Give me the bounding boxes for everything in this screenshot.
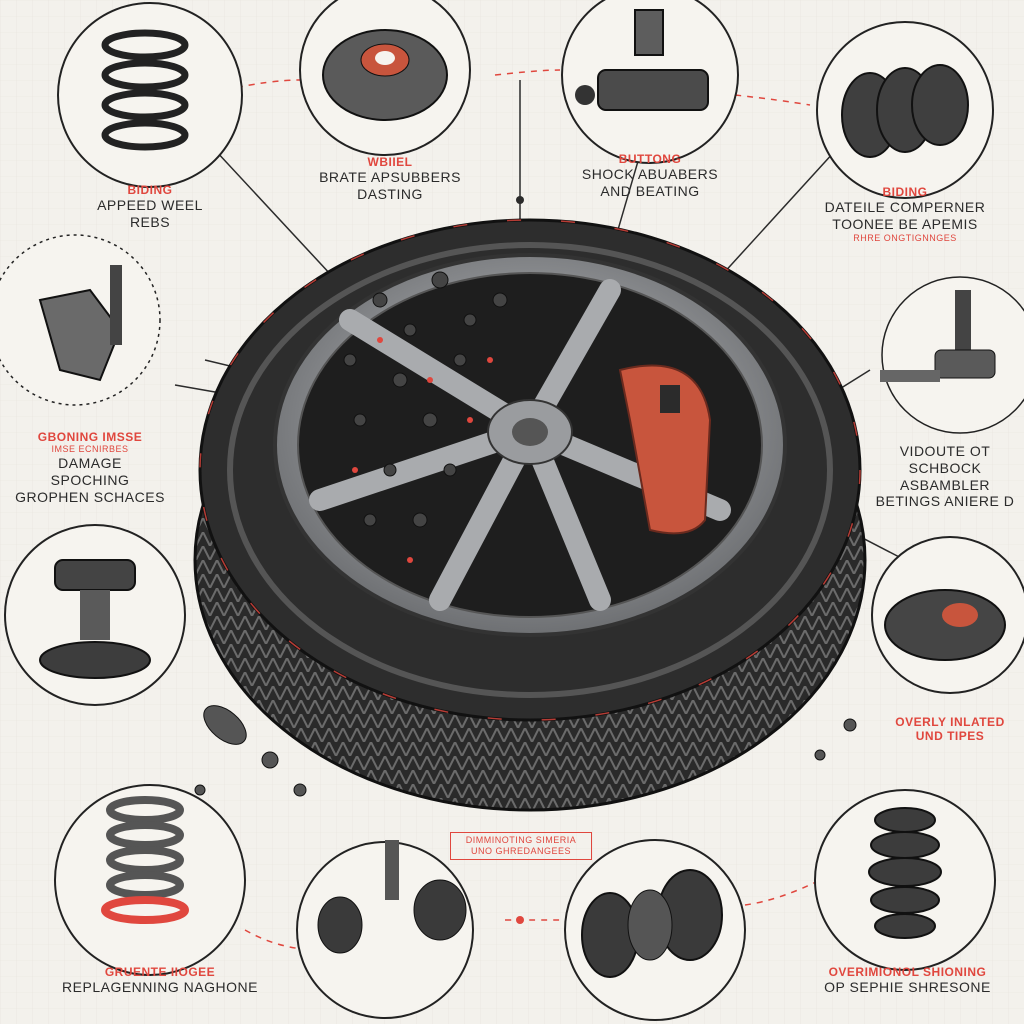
label-top-middle-line2: AND BEATING xyxy=(600,183,700,200)
label-top-right-line3: RHRE ONGTIGNNGES xyxy=(853,232,957,243)
label-top-left-line1: APPEED WEEL xyxy=(97,197,203,214)
vignette-bump-stop-bottom-right xyxy=(814,789,996,971)
label-left-red2: IMSE ECNIRBES xyxy=(51,444,129,455)
label-bottom-center-line2: UNO GHREDANGEES xyxy=(470,845,571,856)
label-top-middle-line1: SHOCK ABUABERS xyxy=(581,166,719,183)
label-bottom-left: GRUENTE IIOGEE REPLAGENNING NAGHONE xyxy=(45,965,275,996)
vignette-wheel-bearings-bottom xyxy=(564,839,746,1021)
vignette-bushings-bottom xyxy=(296,840,474,1019)
label-right-line3: BETINGS ANIERE D xyxy=(875,493,1015,510)
label-left-line2: SPOCHING xyxy=(50,471,130,488)
label-left-line3: GROPHEN SCHACES xyxy=(15,488,165,505)
label-top-right-line2: TOONEE BE APEMIS xyxy=(832,216,978,233)
label-top-left-red: BIDING xyxy=(127,183,173,197)
debris-particles xyxy=(343,271,508,563)
label-right-lower: OVERLY INLATED UND TIPES xyxy=(880,715,1020,744)
label-left-line1: DAMAGE xyxy=(58,455,122,472)
vignette-coil-over-bottom-left xyxy=(54,784,246,976)
vignette-shock-absorber-top xyxy=(561,0,739,164)
vignette-strut-right xyxy=(880,276,1024,434)
label-bottom-right-red: OVERIMIONOL SHIONING xyxy=(828,965,987,979)
scattered-parts xyxy=(194,705,857,797)
label-right-lower-red2: UND TIPES xyxy=(915,729,985,744)
label-right-lower-red1: OVERLY INLATED xyxy=(895,715,1005,729)
label-top-right-red: BIDING xyxy=(882,185,928,199)
vignette-brake-rotor-top xyxy=(299,0,471,156)
label-top-center-red: WBIIEL xyxy=(367,155,413,169)
vignette-bellows-top-right xyxy=(816,21,994,199)
label-top-middle: BUTTONG SHOCK ABUABERS AND BEATING xyxy=(560,152,740,200)
label-left: GBONING IMSSE IMSE ECNIRBES DAMAGE SPOCH… xyxy=(10,430,170,506)
label-top-left: BIDING APPEED WEEL REBS xyxy=(85,183,215,231)
label-top-right: BIDING DATEILE COMPERNER TOONEE BE APEMI… xyxy=(815,185,995,244)
brake-caliper xyxy=(618,364,712,535)
label-top-center-line1: BRATE APSUBBERS xyxy=(319,169,461,186)
label-bottom-left-red: GRUENTE IIOGEE xyxy=(104,965,216,979)
label-top-middle-red: BUTTONG xyxy=(618,152,682,166)
label-bottom-center-line1: DIMMINOTING SIMERIA xyxy=(465,835,577,845)
vignette-coil-spring-top-left xyxy=(57,2,243,188)
label-right: VIDOUTE OT SCHBOCK ASBAMBLER BETINGS ANI… xyxy=(870,443,1020,510)
label-left-red1: GBONING IMSSE xyxy=(37,430,143,444)
label-top-center-line2: DASTING xyxy=(357,186,423,203)
label-top-center: WBIIEL BRATE APSUBBERS DASTING xyxy=(300,155,480,203)
label-bottom-right-line: OP SEPHIE SHRESONE xyxy=(824,979,991,996)
label-top-left-line2: REBS xyxy=(129,214,171,231)
label-bottom-left-line: REPLAGENNING NAGHONE xyxy=(62,979,258,996)
rim xyxy=(273,253,787,637)
label-right-line1: VIDOUTE OT xyxy=(899,443,991,459)
label-top-right-line1: DATEILE COMPERNER xyxy=(824,199,986,216)
vignette-top-mount-right xyxy=(871,536,1024,694)
label-right-line2: SCHBOCK ASBAMBLER xyxy=(899,459,991,493)
vignette-strut-mount-left xyxy=(4,524,186,706)
label-bottom-center-note: DIMMINOTING SIMERIA UNO GHREDANGEES xyxy=(450,832,592,860)
label-bottom-right: OVERIMIONOL SHIONING OP SEPHIE SHRESONE xyxy=(795,965,1020,996)
vignette-steering-knuckle-left xyxy=(0,234,161,406)
